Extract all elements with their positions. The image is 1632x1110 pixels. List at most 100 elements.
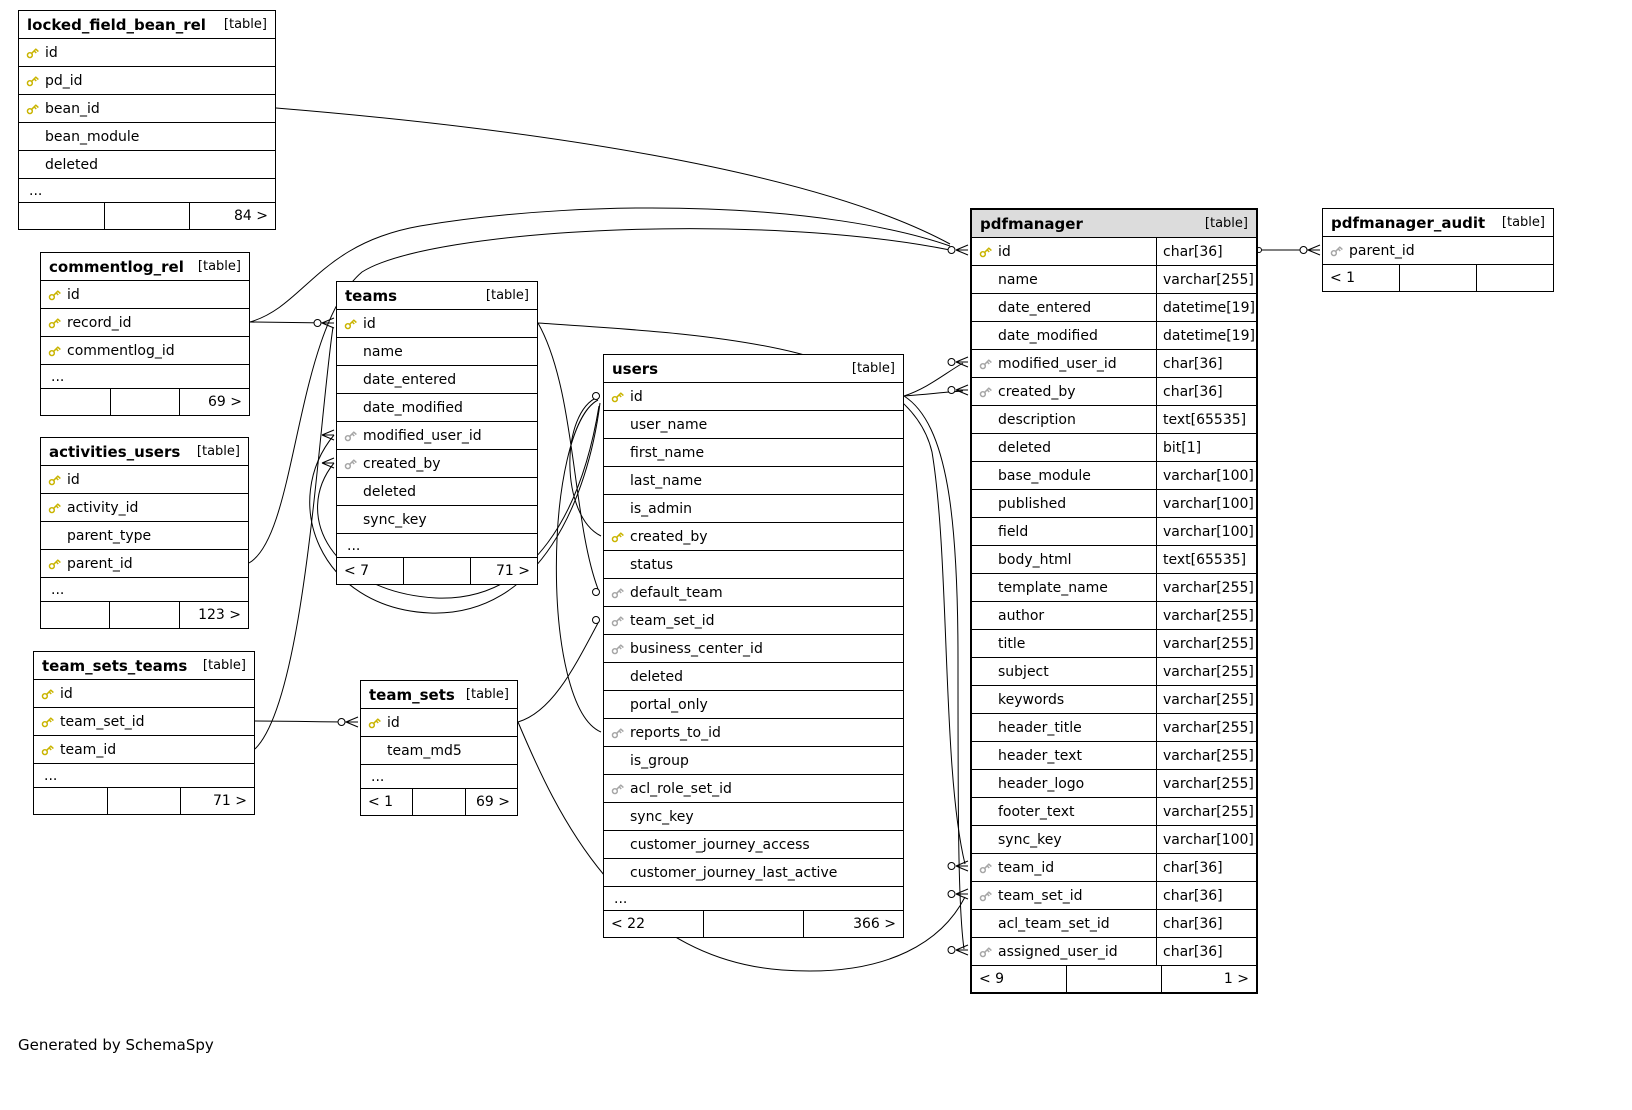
- foreign-key-icon: [972, 861, 998, 875]
- column-row: id: [604, 383, 903, 411]
- column-name: ...: [371, 768, 385, 785]
- column-name: subject: [998, 663, 1049, 680]
- column-name: team_set_id: [630, 612, 715, 629]
- table-header[interactable]: teams[table]: [337, 282, 537, 310]
- column-row: team_md5: [361, 737, 517, 765]
- column-type: bit[1]: [1156, 434, 1256, 461]
- foreign-key-icon: [1323, 244, 1349, 258]
- column-type: varchar[100]: [1156, 826, 1256, 853]
- column-name: header_text: [998, 747, 1082, 764]
- column-name: default_team: [630, 584, 723, 601]
- column-row: name: [337, 338, 537, 366]
- relationship-edge: [517, 622, 599, 723]
- foreign-key-icon: [337, 429, 363, 443]
- column-type: char[36]: [1156, 854, 1256, 881]
- row-count-cell: 366 >: [853, 916, 896, 932]
- column-name: date_modified: [998, 327, 1098, 344]
- column-row: id: [337, 310, 537, 338]
- table-header[interactable]: team_sets[table]: [361, 681, 517, 709]
- spacer-cell: [105, 203, 191, 229]
- fk-count-cell: < 7: [337, 558, 404, 584]
- column-name: name: [998, 271, 1038, 288]
- table-name: team_sets_teams: [42, 656, 188, 675]
- table-header[interactable]: team_sets_teams[table]: [34, 652, 254, 680]
- column-name: published: [998, 495, 1067, 512]
- column-name: acl_team_set_id: [998, 915, 1110, 932]
- table-type-label: [table]: [465, 687, 509, 702]
- column-name: created_by: [998, 383, 1076, 400]
- column-type: char[36]: [1156, 910, 1256, 937]
- table-header[interactable]: locked_field_bean_rel[table]: [19, 11, 275, 39]
- table-header[interactable]: activities_users[table]: [41, 438, 248, 466]
- column-name: created_by: [630, 528, 708, 545]
- table-footer: < 1: [1323, 265, 1553, 291]
- cardinality-marker: [947, 356, 969, 368]
- column-row: parent_id: [1323, 237, 1553, 265]
- fk-count-cell: [34, 788, 108, 814]
- spacer-cell: [1067, 966, 1162, 992]
- row-count-cell: 69 >: [475, 794, 510, 810]
- primary-key-icon: [19, 102, 45, 116]
- column-row: team_id: [34, 736, 254, 764]
- primary-key-icon: [34, 687, 60, 701]
- relationship-edge: [537, 322, 966, 865]
- primary-key-icon: [19, 74, 45, 88]
- table-pdfmanager_audit[interactable]: pdfmanager_audit[table]parent_id< 1: [1322, 208, 1554, 292]
- table-header[interactable]: users[table]: [604, 355, 903, 383]
- column-type: char[36]: [1156, 238, 1256, 265]
- column-row: customer_journey_access: [604, 831, 903, 859]
- column-name: deleted: [630, 668, 683, 685]
- column-name: modified_user_id: [998, 355, 1117, 372]
- column-name: template_name: [998, 579, 1108, 596]
- column-row: id: [19, 39, 275, 67]
- cardinality-marker: [1299, 244, 1321, 256]
- column-name: is_group: [630, 752, 689, 769]
- relationship-edge: [309, 402, 601, 614]
- foreign-key-icon: [604, 726, 630, 740]
- fk-count-cell: < 9: [972, 966, 1067, 992]
- primary-key-icon: [19, 46, 45, 60]
- column-name: id: [60, 685, 73, 702]
- column-row: user_name: [604, 411, 903, 439]
- column-row: deleted: [19, 151, 275, 179]
- table-header[interactable]: commentlog_rel[table]: [41, 253, 249, 281]
- column-name: deleted: [45, 156, 98, 173]
- ellipsis-row: ...: [19, 179, 275, 203]
- column-name: user_name: [630, 416, 708, 433]
- column-name: header_logo: [998, 775, 1085, 792]
- column-name: pd_id: [45, 72, 83, 89]
- column-type: varchar[255]: [1156, 574, 1256, 601]
- foreign-key-icon: [972, 945, 998, 959]
- column-name: ...: [51, 581, 65, 598]
- table-header[interactable]: pdfmanager[table]: [972, 210, 1256, 238]
- relationship-edge: [555, 399, 602, 733]
- column-row: record_id: [41, 309, 249, 337]
- table-header[interactable]: pdfmanager_audit[table]: [1323, 209, 1553, 237]
- primary-key-icon: [604, 390, 630, 404]
- table-type-label: [table]: [1501, 215, 1545, 230]
- fk-count-cell: < 1: [361, 789, 414, 815]
- relationship-edge: [903, 395, 965, 950]
- row-count-cell: 71 >: [213, 793, 248, 809]
- cardinality-marker: [947, 384, 969, 396]
- column-type: varchar[100]: [1156, 462, 1256, 489]
- table-footer: 84 >: [19, 203, 275, 229]
- column-name: field: [998, 523, 1029, 540]
